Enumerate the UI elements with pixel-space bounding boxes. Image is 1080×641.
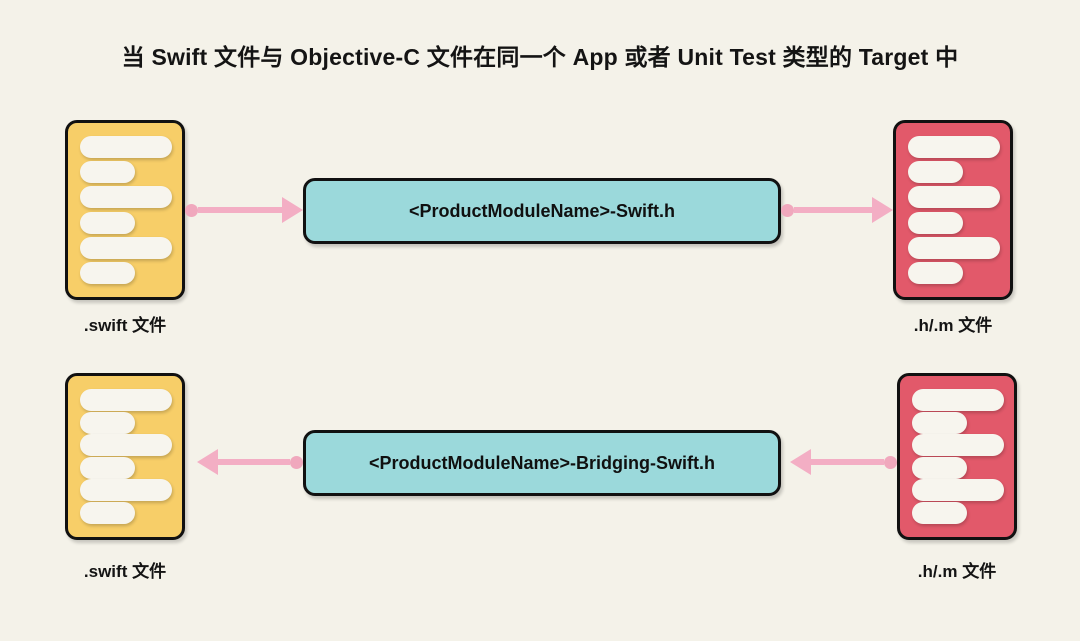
card-line — [908, 136, 1000, 158]
arrow-swift-to-header-row1 — [185, 197, 303, 223]
header-box-swift-h[interactable]: <ProductModuleName>-Swift.h — [303, 178, 781, 244]
objc-file-card-row2 — [897, 373, 1017, 540]
header-box-bridging-h[interactable]: <ProductModuleName>-Bridging-Swift.h — [303, 430, 781, 496]
objc-file-card-row1 — [893, 120, 1013, 300]
card-line — [912, 434, 1004, 457]
arrow-head-icon — [790, 449, 811, 475]
card-line — [912, 479, 1004, 502]
card-line — [80, 434, 172, 457]
card-line — [912, 389, 1004, 411]
arrow-shaft — [811, 459, 884, 465]
arrow-dot-icon — [781, 203, 794, 217]
header-box-label: <ProductModuleName>-Swift.h — [408, 200, 676, 221]
card-line — [80, 261, 136, 284]
card-line — [912, 411, 968, 434]
swift-file-card-caption-row1: .swift 文件 — [83, 316, 167, 335]
swift-file-card-row2 — [65, 373, 185, 540]
card-line — [80, 479, 172, 502]
card-line — [908, 261, 964, 284]
arrow-shaft — [218, 459, 290, 465]
card-line — [912, 501, 968, 524]
arrow-head-icon — [197, 449, 218, 475]
card-line — [912, 456, 968, 479]
card-line — [80, 186, 172, 209]
card-line — [80, 136, 172, 158]
header-box-label: <ProductModuleName>-Bridging-Swift.h — [368, 452, 715, 473]
swift-file-card-caption-row2: .swift 文件 — [83, 562, 167, 581]
arrow-dot-icon — [290, 455, 303, 469]
card-line — [80, 411, 136, 434]
arrow-shaft — [198, 207, 282, 213]
objc-file-card-caption-row1: .h/.m 文件 — [913, 316, 993, 335]
page-title: 当 Swift 文件与 Objective-C 文件在同一个 App 或者 Un… — [121, 44, 959, 70]
arrow-dot-icon — [884, 455, 897, 469]
arrow-header-to-objc-row1 — [781, 197, 893, 223]
swift-file-card-row1 — [65, 120, 185, 300]
card-line — [908, 186, 1000, 209]
arrow-header-to-swift-row2 — [197, 449, 303, 475]
arrow-head-icon — [872, 197, 893, 223]
card-line — [80, 389, 172, 411]
objc-file-card-caption-row2: .h/.m 文件 — [917, 562, 997, 581]
card-line — [80, 161, 136, 184]
card-line — [80, 236, 172, 259]
card-line — [908, 211, 964, 234]
card-line — [80, 501, 136, 524]
card-line — [908, 236, 1000, 259]
arrow-dot-icon — [185, 203, 198, 217]
card-line — [80, 456, 136, 479]
card-line — [908, 161, 964, 184]
arrow-objc-to-header-row2 — [790, 449, 897, 475]
arrow-head-icon — [282, 197, 303, 223]
card-line — [80, 211, 136, 234]
arrow-shaft — [794, 207, 872, 213]
